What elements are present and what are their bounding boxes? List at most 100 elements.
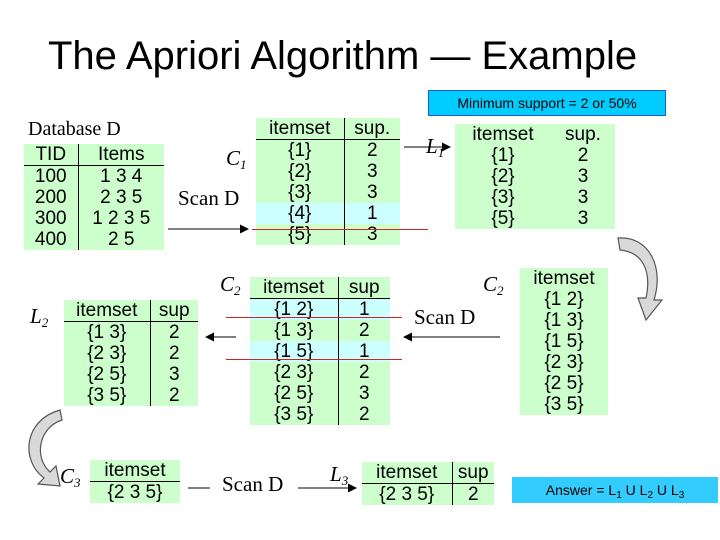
- table-row: {2 5}: [520, 373, 608, 394]
- table-row: {3 5}: [520, 394, 608, 415]
- column-header: TID: [24, 144, 78, 166]
- column-header: itemset: [362, 462, 452, 484]
- table-cell: {3 5}: [274, 404, 314, 425]
- table-row: {1 5}1: [250, 341, 390, 362]
- scan-d-label-3: Scan D: [222, 472, 284, 496]
- table-cell: {2 3 5}: [107, 482, 163, 503]
- table-cell: 200: [34, 187, 67, 208]
- database-label: Database D: [28, 118, 121, 140]
- column-header: itemset: [90, 460, 180, 482]
- column-header: itemset: [250, 277, 338, 299]
- table-cell: {5}: [491, 208, 515, 229]
- c2-right-table: itemset{1 2}{1 3}{1 5}{2 3}{2 5}{3 5}: [520, 268, 608, 415]
- support-cell: 3: [577, 187, 589, 208]
- c1-label: C1: [226, 146, 247, 172]
- table-cell: {3 5}: [544, 394, 584, 415]
- l1-header-row: itemset sup.: [455, 124, 615, 145]
- min-support-badge: Minimum support = 2 or 50%: [428, 90, 666, 116]
- prune-line-c2-a: [226, 317, 402, 318]
- table-row: {1 3} 2: [250, 320, 390, 341]
- prune-line-c2-b: [226, 359, 402, 360]
- support-cell: 3: [577, 166, 589, 187]
- table-row: {1 2}: [520, 289, 608, 310]
- table-cell: {2 5}: [87, 364, 127, 385]
- support-cell: 3: [337, 383, 390, 404]
- support-cell: 2: [337, 404, 390, 425]
- c2-mid-label: C2: [220, 272, 241, 298]
- curved-arrow-l2-c3: [28, 409, 63, 487]
- table-cell: {4}: [256, 203, 344, 224]
- table-cell: 300: [34, 208, 67, 229]
- table-cell: {3 5}: [87, 385, 127, 406]
- c3-label: C3: [60, 464, 81, 490]
- table-row: {1 3}2: [64, 321, 198, 343]
- support-cell: 2: [337, 362, 390, 383]
- column-header: sup: [451, 462, 494, 484]
- table-cell: {2 3 5}: [379, 484, 435, 505]
- support-cell: 2: [149, 385, 198, 406]
- table-row: {2 3} 2: [250, 362, 390, 383]
- table-cell: {1 2}: [544, 289, 584, 310]
- scan-d-label-2: Scan D: [414, 305, 476, 329]
- table-cell: {1 5}: [250, 341, 338, 362]
- table-row: {2} 3: [256, 161, 400, 182]
- table-cell: {2 3}: [544, 352, 584, 373]
- table-cell: {2}: [491, 166, 515, 187]
- table-cell: {1 3}: [274, 320, 314, 341]
- table-row: {3}3: [256, 182, 400, 203]
- support-cell: 1: [343, 203, 400, 224]
- column-header: sup.: [565, 124, 601, 145]
- table-row: {5} 3: [455, 208, 615, 229]
- column-header: sup: [337, 277, 390, 299]
- l2-label: L2: [30, 304, 49, 330]
- table-cell: {2 3}: [274, 362, 314, 383]
- l1-label: L1: [426, 134, 445, 160]
- table-cell: {1 2}: [250, 298, 338, 320]
- page-title: The Apriori Algorithm — Example: [48, 34, 638, 78]
- support-cell: 2: [577, 145, 589, 166]
- table-row: {3}3: [455, 187, 615, 208]
- table-row: {2 3 5}2: [362, 483, 494, 505]
- table-row: {1}2: [256, 139, 400, 161]
- column-header: Items: [77, 144, 164, 166]
- column-header: itemset: [533, 268, 595, 289]
- support-cell: 2: [337, 320, 390, 341]
- prune-line-c1: [252, 229, 428, 230]
- support-cell: 3: [577, 208, 589, 229]
- c3-table: itemset{2 3 5}: [90, 460, 180, 503]
- table-cell: 100: [34, 166, 67, 187]
- table-row: {2 3}: [520, 352, 608, 373]
- table-cell: {1 5}: [544, 331, 584, 352]
- support-cell: 3: [343, 161, 400, 182]
- table-row: {2} 3: [455, 166, 615, 187]
- table-cell: {1}: [491, 145, 515, 166]
- support-cell: 3: [149, 364, 198, 385]
- support-cell: 2: [149, 321, 198, 343]
- column-header: itemset: [256, 118, 344, 140]
- table-cell: {2}: [288, 161, 312, 182]
- support-cell: 1 2 3 5: [77, 208, 164, 229]
- table-cell: {2 3}: [87, 343, 127, 364]
- table-row: 200 2 3 5: [24, 187, 164, 208]
- c2-right-label: C2: [483, 272, 504, 298]
- column-header: itemset: [472, 124, 534, 145]
- support-cell: 2: [149, 343, 198, 364]
- support-cell: 2 5: [77, 229, 164, 250]
- c3-header-row: itemset: [90, 460, 180, 482]
- table-row: {4}1: [256, 203, 400, 224]
- table-cell: {2 5}: [544, 373, 584, 394]
- support-cell: 1: [337, 298, 390, 320]
- support-cell: 2: [343, 139, 400, 161]
- support-cell: 2 3 5: [77, 187, 164, 208]
- table-row: {1} 2: [455, 145, 615, 166]
- support-cell: 1: [337, 341, 390, 362]
- table-row: {2 3} 2: [64, 343, 198, 364]
